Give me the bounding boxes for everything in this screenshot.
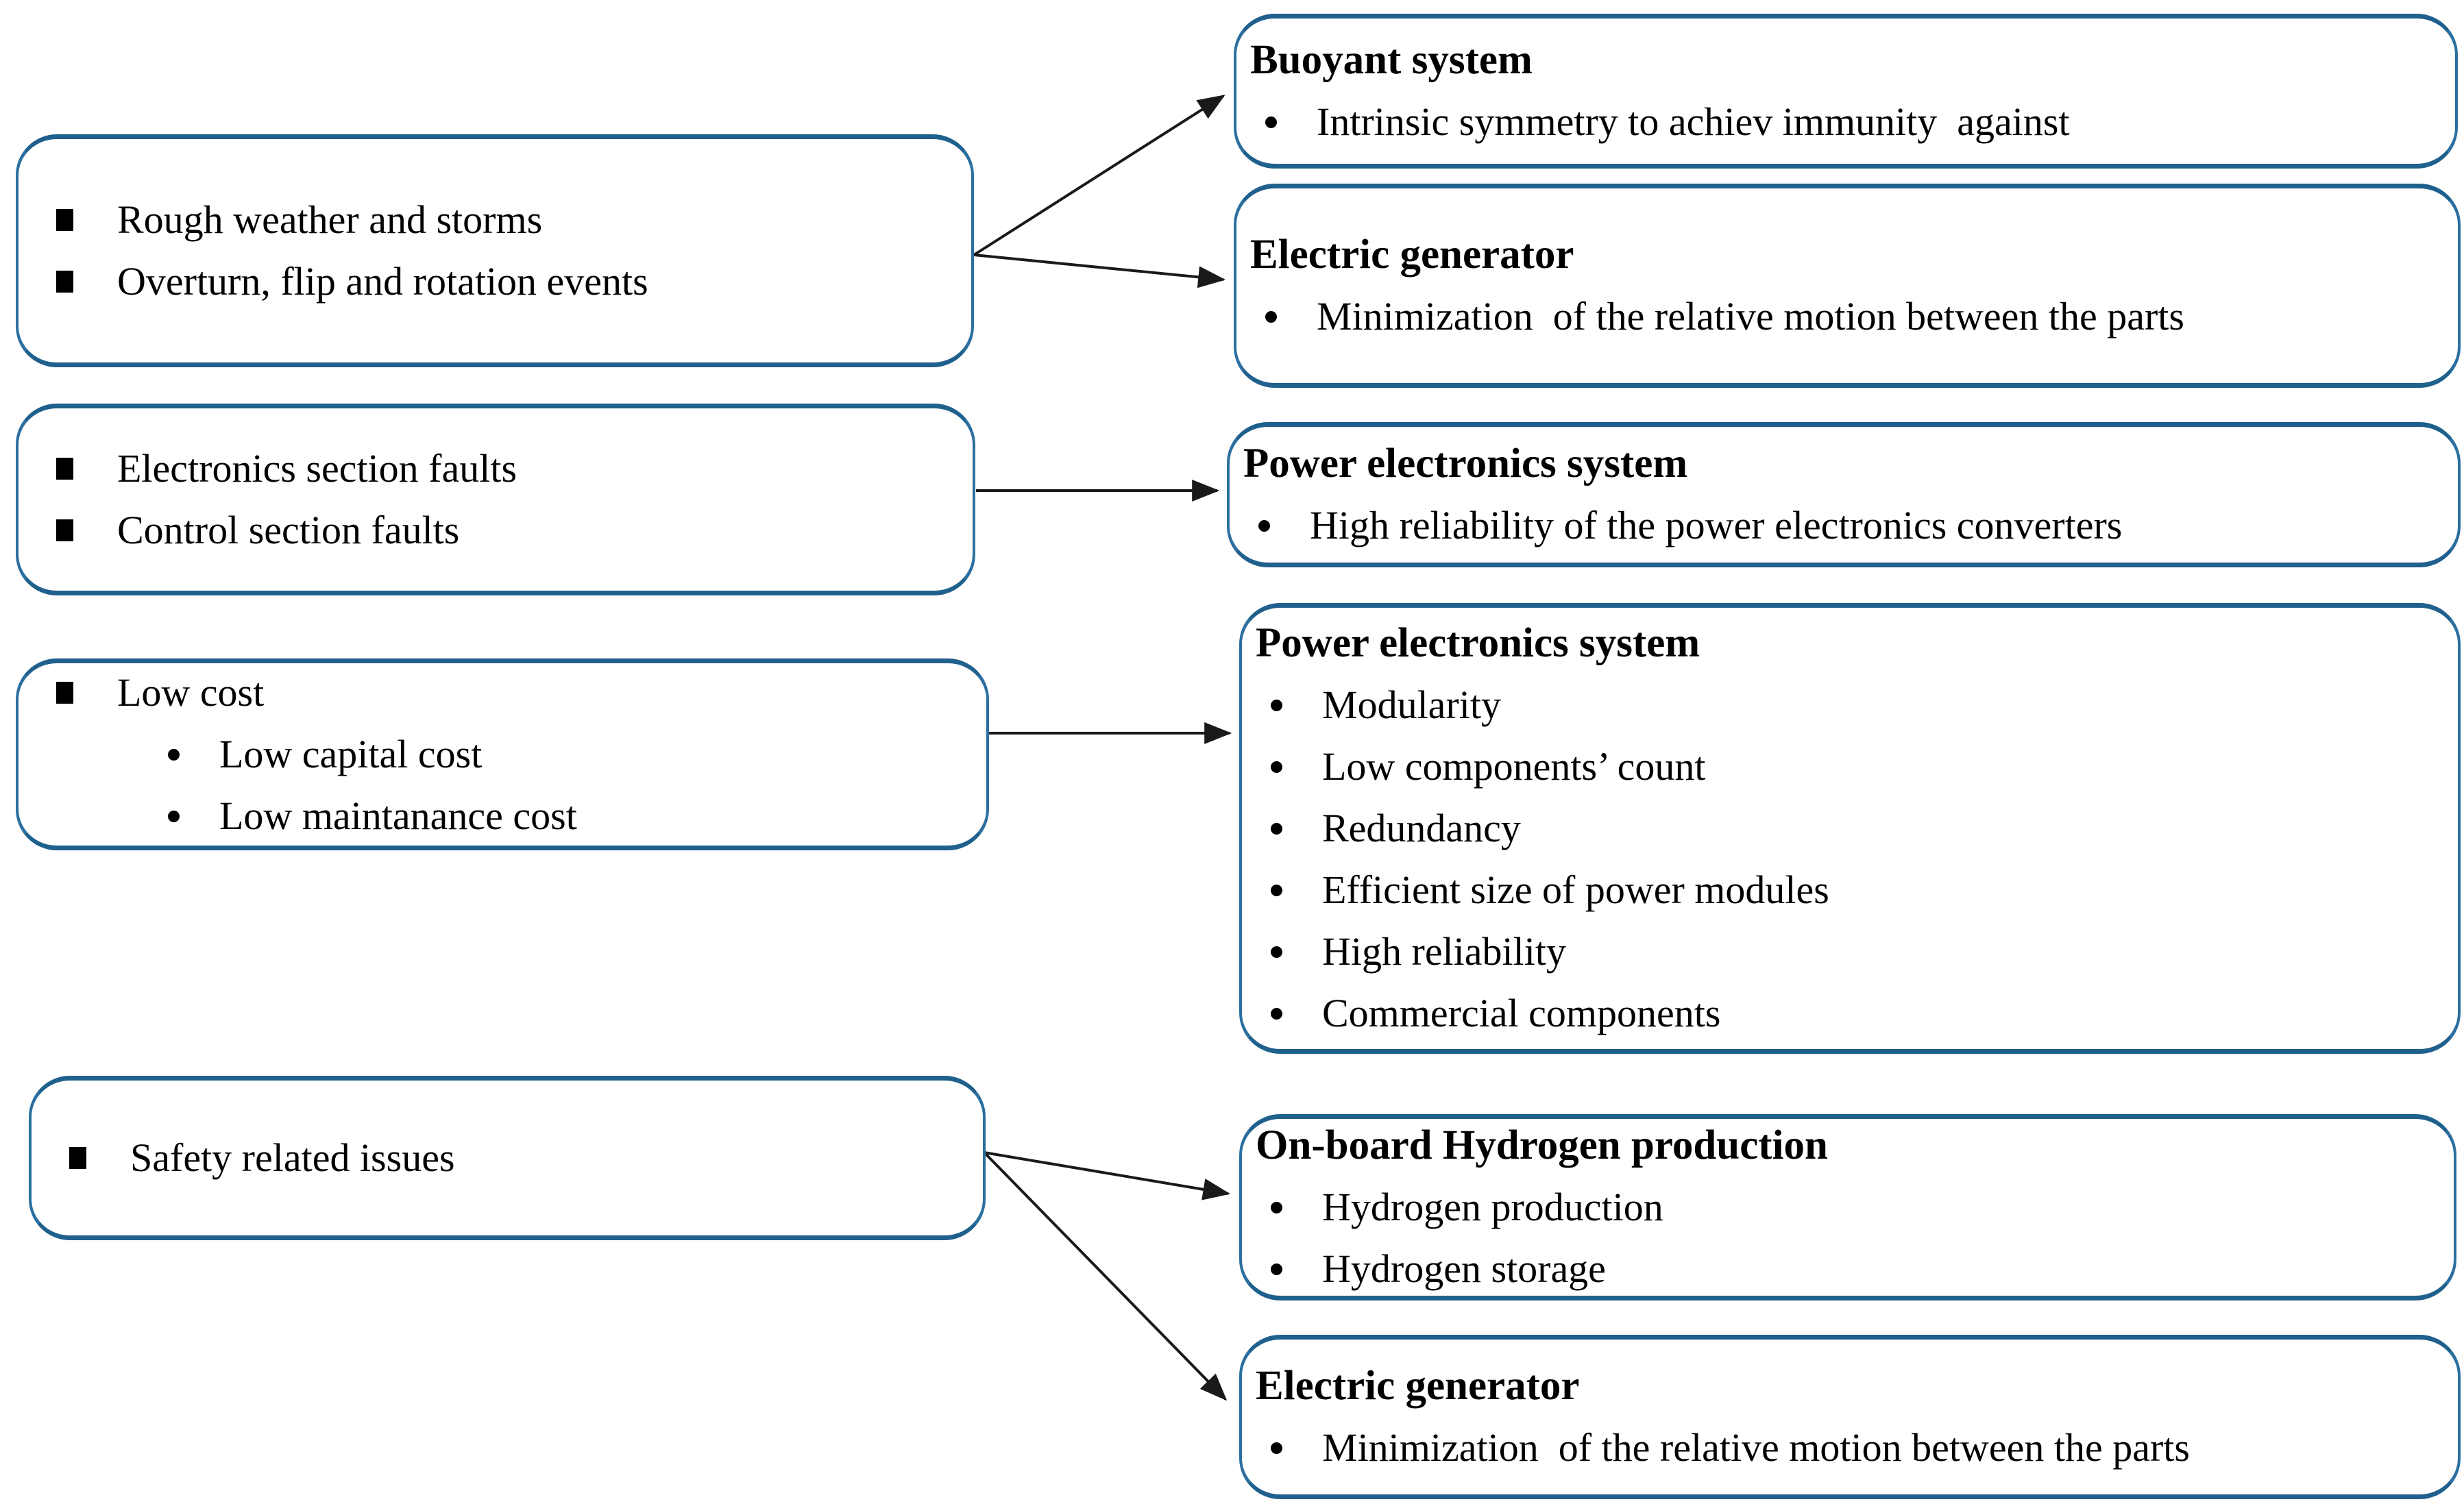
list-item: Minimization of the relative motion betw… [1242,1417,2458,1479]
square-bullet-icon [56,458,73,480]
round-bullet-icon [1265,116,1277,128]
round-bullet-icon [1271,884,1282,896]
round-bullet-icon [1271,761,1282,773]
square-bullet-icon [69,1147,86,1169]
list-subitem: Low maintanance cost [19,785,986,847]
list-item-text: Rough weather and storms [117,197,543,242]
square-bullet-icon [56,271,73,293]
square-bullet-icon [56,519,73,541]
right-box-hydrogen-production: On-board Hydrogen production Hydrogen pr… [1239,1114,2456,1300]
square-bullet-icon [56,209,73,231]
list-item: Rough weather and storms [19,189,971,251]
list-item-text: Safety related issues [130,1135,455,1180]
box-title: Buoyant system [1250,37,1533,83]
list-item: Efficient size of power modules [1242,859,2458,921]
round-bullet-icon [1271,946,1282,958]
round-bullet-icon [1271,1201,1282,1213]
list-item: Minimization of the relative motion betw… [1236,286,2458,347]
round-bullet-icon [1265,310,1277,323]
list-item: Low cost [19,662,986,724]
list-item-text: Low maintanance cost [219,793,577,838]
list-item-text: Electronics section faults [117,446,517,491]
round-bullet-icon [1271,1263,1282,1275]
right-box-electric-generator-1: Electric generator Minimization of the r… [1234,184,2461,388]
list-item-text: Low components’ count [1322,744,1706,789]
list-item: Commercial components [1242,983,2458,1044]
list-item-text: Efficient size of power modules [1322,867,1829,912]
box-title: On-board Hydrogen production [1256,1122,1828,1168]
list-item-text: Hydrogen production [1322,1185,1663,1229]
box-title: Electric generator [1250,232,1574,278]
left-box-weather-issues: Rough weather and storms Overturn, flip … [16,134,974,367]
list-item: Redundancy [1242,798,2458,859]
list-item-text: Control section faults [117,508,460,552]
list-item: Overturn, flip and rotation events [19,251,971,312]
square-bullet-icon [56,682,73,704]
right-box-power-electronics-2: Power electronics system Modularity Low … [1239,603,2461,1054]
list-item-text: Modularity [1322,682,1501,727]
list-item-text: Redundancy [1322,806,1521,850]
arrow-weather-to-generator [973,254,1226,288]
round-bullet-icon [1271,1007,1282,1020]
list-item: Safety related issues [32,1127,983,1189]
round-bullet-icon [1258,519,1270,532]
arrow-weather-to-buoyant [973,95,1225,256]
round-bullet-icon [168,810,180,822]
list-item-text: Intrinsic symmetry to achiev immunity ag… [1317,99,2070,144]
round-bullet-icon [1271,822,1282,835]
right-box-buoyant-system: Buoyant system Intrinsic symmetry to ach… [1234,14,2458,169]
right-box-electric-generator-2: Electric generator Minimization of the r… [1239,1335,2461,1499]
list-item-text: High reliability of the power electronic… [1310,503,2123,547]
list-item: High reliability [1242,921,2458,983]
list-item: Intrinsic symmetry to achiev immunity ag… [1236,91,2455,153]
list-item: Electronics section faults [19,438,973,500]
list-item-text: Minimization of the relative motion betw… [1317,294,2184,338]
box-title: Electric generator [1256,1363,1580,1409]
arrow-safety-to-hydrogen [984,1151,1231,1200]
list-item: Control section faults [19,500,973,561]
round-bullet-icon [168,748,180,761]
box-title: Power electronics system [1256,620,1700,666]
right-box-power-electronics-1: Power electronics system High reliabilit… [1227,422,2461,567]
list-item-text: Low capital cost [219,732,483,776]
round-bullet-icon [1271,699,1282,711]
round-bullet-icon [1271,1442,1282,1454]
list-item: Hydrogen production [1242,1176,2454,1238]
list-item-text: Overturn, flip and rotation events [117,259,648,304]
list-item-text: Hydrogen storage [1322,1246,1606,1291]
list-item: Low components’ count [1242,736,2458,798]
list-item-text: Low cost [117,670,265,715]
list-item-text: Minimization of the relative motion betw… [1322,1425,2190,1470]
left-box-cost-issues: Low cost Low capital cost Low maintananc… [16,658,989,850]
list-subitem: Low capital cost [19,724,986,785]
box-title: Power electronics system [1243,441,1688,486]
left-box-fault-issues: Electronics section faults Control secti… [16,404,975,595]
left-box-safety-issues: Safety related issues [29,1076,986,1240]
list-item: Hydrogen storage [1242,1238,2454,1300]
list-item-text: Commercial components [1322,991,1721,1035]
list-item: Modularity [1242,674,2458,736]
list-item-text: High reliability [1322,929,1566,974]
arrow-safety-to-generator [983,1151,1228,1401]
list-item: High reliability of the power electronic… [1230,495,2458,556]
